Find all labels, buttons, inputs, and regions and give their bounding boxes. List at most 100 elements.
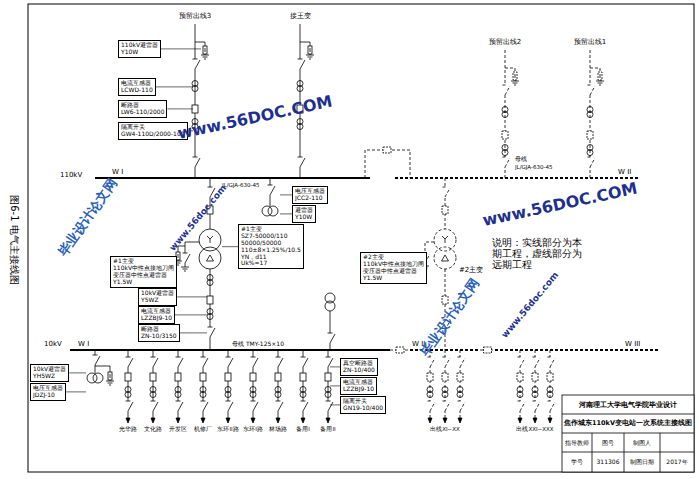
box-text: 避雷器 bbox=[295, 207, 313, 214]
wire bbox=[624, 433, 625, 472]
box-text: 变压器中性点避雷器 bbox=[363, 268, 424, 275]
box-text: LZZBJ9-10 bbox=[343, 386, 374, 393]
switch-gap bbox=[458, 401, 462, 411]
delta-symbol bbox=[442, 255, 449, 261]
diagram-label: 开发区 bbox=[169, 426, 187, 432]
wire bbox=[228, 402, 233, 411]
switch-gap bbox=[458, 357, 462, 367]
load-arrow bbox=[428, 418, 432, 423]
load-arrow bbox=[301, 418, 305, 423]
wire bbox=[306, 55, 314, 56]
switch-gap bbox=[208, 327, 212, 337]
leader-line bbox=[330, 404, 340, 405]
diagram-label: 母线 TMY-125×10 bbox=[232, 341, 284, 348]
diagram-label: JL/GJA-630-45 bbox=[222, 182, 259, 188]
diagram-label: 图号 bbox=[602, 439, 614, 446]
annotation-box: 断路器LW6-110/2000 bbox=[118, 100, 167, 118]
wire bbox=[253, 402, 258, 411]
ct-symbol bbox=[442, 392, 448, 398]
wire bbox=[207, 236, 210, 239]
diagram-label: 文化路 bbox=[144, 426, 162, 432]
annotation-box: #2主变110kV中性点接地刀闸变压器中性点避雷器Y1.5W bbox=[360, 252, 427, 284]
wire bbox=[520, 402, 525, 411]
breaker-symbol bbox=[532, 373, 538, 381]
switch-gap bbox=[503, 157, 507, 167]
wire bbox=[298, 59, 303, 60]
box-text: 10kV避雷器 bbox=[141, 290, 174, 297]
load-arrow bbox=[458, 418, 462, 423]
box-text: 电流互感器 bbox=[121, 80, 153, 87]
wiring bbox=[28, 4, 694, 472]
annotation-box: 电压互感器JCC2-110 bbox=[292, 186, 328, 204]
watermark: www.56DOC.COM bbox=[481, 180, 639, 231]
breaker-symbol bbox=[383, 147, 391, 153]
box-text: YH5WZ bbox=[33, 373, 66, 380]
diagram-label: 制图日期 bbox=[630, 459, 654, 466]
breaker-symbol bbox=[587, 131, 593, 139]
wire bbox=[548, 401, 553, 402]
wire bbox=[300, 42, 310, 46]
ct-symbol bbox=[457, 392, 463, 398]
arrester-symbol bbox=[203, 46, 207, 54]
wire bbox=[253, 358, 258, 367]
box-text: GW4-110D/2000-100 bbox=[121, 131, 185, 138]
diagram-label: 东环I路 bbox=[243, 426, 263, 432]
wire bbox=[301, 357, 306, 358]
wire bbox=[460, 358, 465, 367]
wire bbox=[443, 401, 448, 402]
wire bbox=[660, 433, 661, 472]
wire bbox=[181, 267, 189, 268]
load-arrow bbox=[176, 418, 180, 423]
diagram-label: 河南理工大学电气学院毕业设计 bbox=[579, 400, 677, 408]
wire bbox=[110, 374, 111, 378]
switch-gap bbox=[548, 401, 552, 411]
switch-gap bbox=[298, 59, 302, 69]
wire bbox=[550, 402, 555, 411]
wire bbox=[185, 254, 190, 263]
load-arrow bbox=[326, 418, 330, 423]
wire bbox=[533, 357, 538, 358]
switch-gap bbox=[326, 357, 330, 367]
wire bbox=[303, 358, 308, 367]
switch-gap bbox=[126, 401, 130, 411]
wire bbox=[395, 177, 640, 179]
box-text: SZ7-50000/110 bbox=[241, 233, 301, 240]
wire bbox=[178, 402, 183, 411]
wire bbox=[443, 187, 448, 188]
breaker-symbol bbox=[517, 373, 523, 381]
diagram-label: 机修厂 bbox=[194, 426, 212, 432]
box-text: #2主变 bbox=[363, 254, 424, 261]
arrester-symbol bbox=[513, 72, 517, 80]
ct-symbol bbox=[325, 392, 331, 398]
annotation-box: 电压互感器JDZJ-10 bbox=[30, 383, 66, 401]
load-arrow bbox=[518, 418, 522, 423]
switch-gap bbox=[326, 401, 330, 411]
wire bbox=[106, 381, 114, 382]
wire bbox=[195, 42, 205, 46]
box-text: Y10W bbox=[295, 214, 313, 221]
diagram-label: 接王变 bbox=[290, 12, 311, 20]
ct-symbol bbox=[532, 392, 538, 398]
breaker-symbol bbox=[125, 373, 131, 381]
drawing-frame bbox=[28, 4, 694, 472]
wire bbox=[153, 402, 158, 411]
wire bbox=[226, 357, 231, 358]
wire bbox=[515, 74, 516, 78]
wire bbox=[588, 157, 593, 158]
wire bbox=[458, 401, 463, 402]
box-text: 隔离开关 bbox=[343, 398, 383, 405]
ct-symbol bbox=[427, 392, 433, 398]
wire bbox=[185, 242, 199, 253]
wire bbox=[203, 358, 208, 367]
load-arrow bbox=[201, 418, 205, 423]
switch-gap bbox=[151, 357, 155, 367]
box-text: 电流互感器 bbox=[141, 308, 172, 315]
switch-gap bbox=[226, 401, 230, 411]
station-transformer bbox=[325, 293, 335, 303]
breaker-symbol bbox=[175, 373, 181, 381]
switch-gap bbox=[193, 59, 197, 69]
leader-line bbox=[222, 246, 238, 247]
ct-symbol bbox=[517, 392, 523, 398]
arrester-symbol bbox=[598, 72, 602, 80]
